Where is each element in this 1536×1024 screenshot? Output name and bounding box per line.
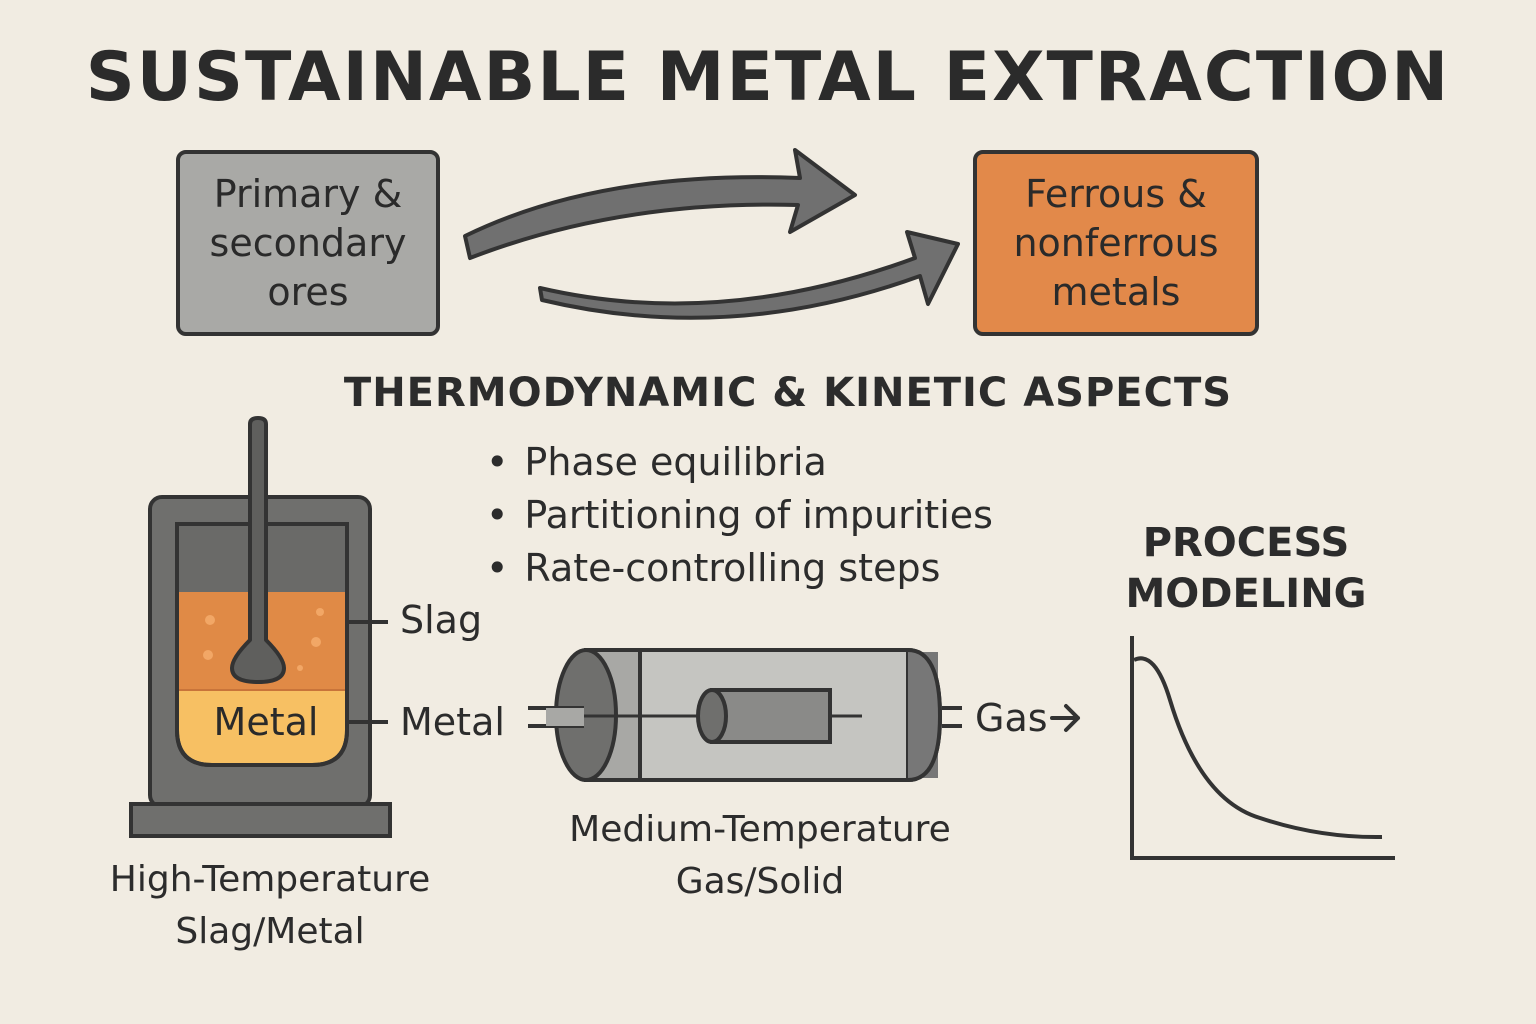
medium-temp-caption-line-1: Medium-Temperature [569,809,951,850]
aspect-item: Phase equilibria [486,436,993,489]
curved-arrow [463,148,857,260]
metal-label: Metal [400,700,505,744]
metals-box: Ferrous & nonferrous metals [973,150,1259,336]
decay-curve-icon [1130,636,1395,860]
process-title-line-1: PROCESS [1142,520,1350,566]
gas-arrow-icon [1050,704,1080,732]
ores-box: Primary & secondary ores [176,150,440,336]
page-title: SUSTAINABLE METAL EXTRACTION [85,38,1451,117]
ores-line-1: Primary & [213,171,403,216]
aspects-list: Phase equilibria Partitioning of impurit… [486,436,993,595]
process-modeling-title: PROCESS MODELING [1106,518,1386,620]
metals-line-2: nonferrous [1013,220,1219,265]
slag-label: Slag [400,598,483,642]
high-temp-caption-line-2: Slag/Metal [175,911,365,952]
high-temp-caption: High-Temperature Slag/Metal [70,854,470,958]
aspect-item: Partitioning of impurities [486,489,993,542]
metals-line-3: metals [1051,269,1181,314]
metal-layer-label: Metal [213,700,319,744]
aspects-heading: THERMODYNAMIC & KINETIC ASPECTS [343,370,1233,416]
lance-icon [230,416,286,684]
ores-line-3: ores [267,269,349,314]
ores-line-2: secondary [209,220,407,265]
aspect-item: Rate-controlling steps [486,542,993,595]
curved-arrow [538,230,960,320]
metals-line-1: Ferrous & [1025,171,1207,216]
medium-temp-caption-line-2: Gas/Solid [675,861,845,902]
gas-label: Gas [975,696,1048,740]
high-temp-caption-line-1: High-Temperature [109,859,431,900]
medium-temp-caption: Medium-Temperature Gas/Solid [530,804,990,908]
reactor-tube-icon [528,648,962,782]
process-title-line-2: MODELING [1125,571,1367,617]
